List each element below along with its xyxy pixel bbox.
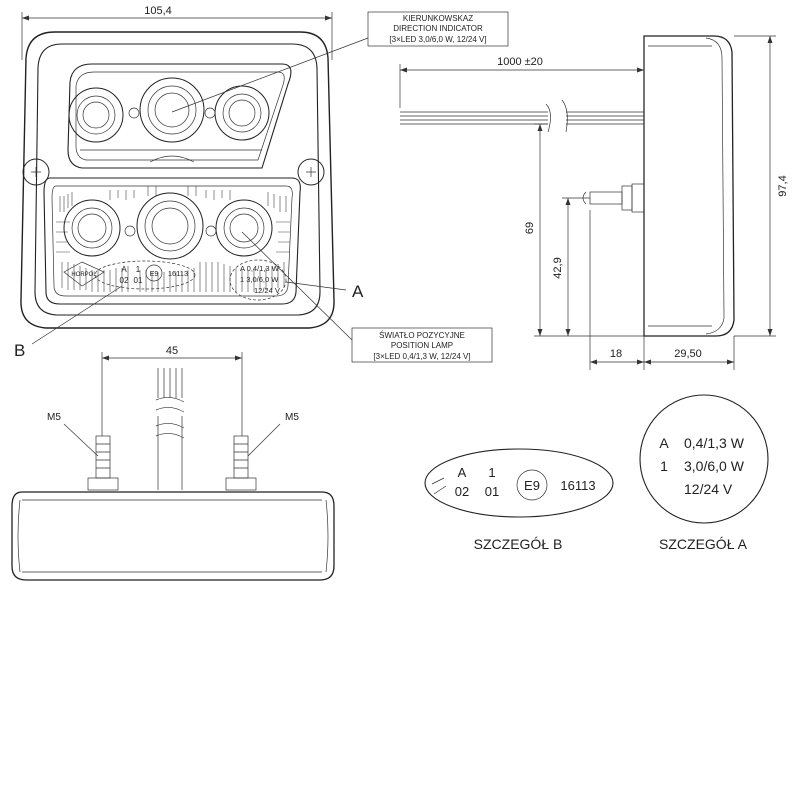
indicator-lens-outline xyxy=(67,63,292,169)
detail-a-circle xyxy=(639,394,769,524)
detail-b-approval: 16113 xyxy=(560,478,595,493)
detail-b-title: SZCZEGÓŁ B xyxy=(474,536,563,552)
bolt-left-label: M5 xyxy=(47,412,61,423)
width-dimension-label: 105,4 xyxy=(144,5,172,17)
indicator-callout-line-2: DIRECTION INDICATOR xyxy=(393,24,483,33)
lens-markings: HORPOL A 02 1 01 E9 16113 A 0,4/1,3 W 1 … xyxy=(63,259,287,301)
detail-a-title: SZCZEGÓŁ A xyxy=(659,536,748,552)
position-callout-box xyxy=(351,327,493,363)
indicator-callout-line-1: KIERUNKOWSKAZ xyxy=(403,14,473,23)
indicator-led-2 xyxy=(139,77,205,143)
bottom-cable xyxy=(155,368,185,490)
detail-a-line1-code: A xyxy=(659,435,669,451)
label-b: B xyxy=(14,341,25,360)
lens-emark: E9 xyxy=(150,271,159,278)
bolt-right xyxy=(225,435,257,491)
indicator-callout-box xyxy=(367,11,509,47)
dimension-69-label: 69 xyxy=(524,222,536,234)
position-lens-outline xyxy=(43,177,301,305)
lens-spec-line-3: 12/24 V xyxy=(254,286,280,295)
emark-circle xyxy=(145,264,163,282)
manufacturer-logo-icon xyxy=(63,261,105,287)
indicator-leader-line xyxy=(171,37,369,113)
label-a: A xyxy=(352,282,364,301)
detail-a-line3-value: 12/24 V xyxy=(684,481,733,497)
lens-code-1-num: 01 xyxy=(134,276,143,285)
indicator-callout-line-3: [3×LED 3,0/6,0 W, 12/24 V] xyxy=(389,35,486,44)
bolt-right-label: M5 xyxy=(285,412,299,423)
bottom-housing-outline xyxy=(11,491,335,581)
manufacturer-logo-text: HORPOL xyxy=(71,272,97,278)
position-led-1 xyxy=(63,199,121,257)
bolt-right-leader xyxy=(247,423,281,457)
side-stud xyxy=(582,183,645,213)
position-callout-line-2: POSITION LAMP xyxy=(391,341,453,350)
height-dimension-label: 97,4 xyxy=(777,175,789,196)
stud-length-label: 18 xyxy=(610,348,622,360)
lens-fins xyxy=(56,186,290,292)
side-housing-outline xyxy=(643,35,735,337)
label-b-leader xyxy=(31,285,123,345)
lens-spec-line-2: 1 3,0/6,0 W xyxy=(240,275,279,284)
detail-b-code-1-num: 01 xyxy=(485,484,499,499)
indicator-led-1 xyxy=(68,87,124,143)
detail-b: A 02 1 01 E9 16113 SZCZEGÓŁ B xyxy=(424,448,614,552)
housing-inner-outline xyxy=(34,43,321,316)
detail-a-line1-value: 0,4/1,3 W xyxy=(684,435,745,451)
mounting-hole-right xyxy=(297,158,325,186)
housing-outline xyxy=(20,31,335,329)
stud-spacing-label: 45 xyxy=(166,345,178,357)
lens-spec-line-1: A 0,4/1,3 W xyxy=(240,264,280,273)
lens-code-1: 1 xyxy=(136,265,141,274)
lens-code-a-num: 02 xyxy=(120,276,129,285)
detail-b-code-a: A xyxy=(458,465,467,480)
detail-b-ellipse xyxy=(424,448,614,518)
bottom-view: 45 M5 M5 xyxy=(11,345,335,581)
position-leader-line xyxy=(241,231,353,341)
detail-b-emark-circle xyxy=(516,469,548,501)
lens-code-a: A xyxy=(121,265,127,274)
side-cable xyxy=(400,99,644,133)
detail-a-line2-value: 3,0/6,0 W xyxy=(684,458,745,474)
label-a-leader xyxy=(285,281,347,291)
position-callout-line-3: [3×LED 0,4/1,3 W, 12/24 V] xyxy=(373,352,470,361)
dimension-429-label: 42,9 xyxy=(552,257,564,278)
position-callout-line-1: ŚWIATŁO POZYCYJNE xyxy=(379,331,465,340)
front-view: 105,4 xyxy=(14,5,509,363)
detail-a-line2-code: 1 xyxy=(660,458,668,474)
bolt-left-leader xyxy=(63,423,99,457)
position-led-3 xyxy=(215,199,273,257)
cable-length-label: 1000 ±20 xyxy=(497,56,543,68)
detail-a: A 0,4/1,3 W 1 3,0/6,0 W 12/24 V SZCZEGÓŁ… xyxy=(639,394,769,552)
detail-b-emark: E9 xyxy=(524,478,540,493)
detail-b-code-a-num: 02 xyxy=(455,484,469,499)
position-led-2 xyxy=(136,192,204,260)
detail-b-code-1: 1 xyxy=(488,465,495,480)
bolt-left xyxy=(87,435,119,491)
mounting-hole-left xyxy=(22,158,50,186)
lens-approval-number: 16113 xyxy=(168,269,188,278)
side-view: 1000 ±20 97,4 69 42,9 18 29,50 xyxy=(399,35,789,370)
body-depth-label: 29,50 xyxy=(674,348,702,360)
